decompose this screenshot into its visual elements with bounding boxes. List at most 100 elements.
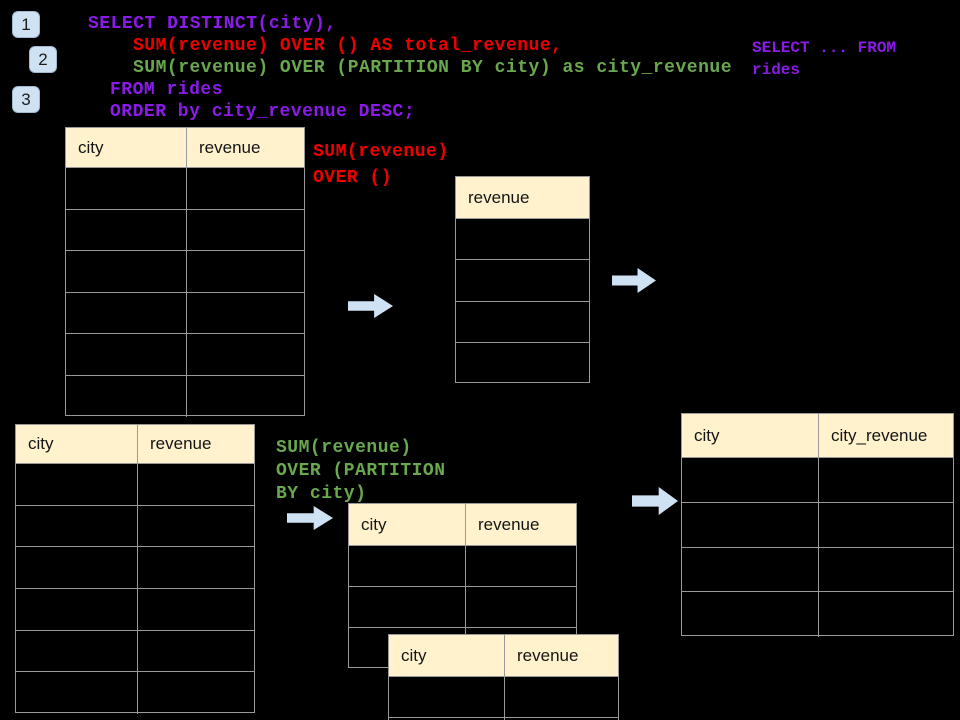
step-badge-3: 3: [12, 86, 40, 113]
city-revenue-result-table: city city_revenue: [681, 413, 954, 637]
code-line: SELECT ... FROM: [752, 39, 897, 57]
source-table-top: city revenue: [65, 127, 305, 418]
empty-table-row: [66, 375, 304, 418]
column-header-city: city: [28, 434, 54, 453]
code-line: OVER (PARTITION: [276, 461, 446, 481]
empty-cell: [456, 260, 589, 300]
empty-table-row: [16, 547, 254, 590]
empty-cell: [186, 209, 304, 250]
empty-cell: [137, 672, 254, 715]
empty-table-row: [456, 302, 589, 343]
empty-table-row: [456, 260, 589, 302]
empty-table-row: [456, 219, 589, 261]
empty-table-row: [66, 334, 304, 376]
code-line: FROM rides: [110, 80, 224, 100]
empty-cell: [16, 506, 137, 547]
empty-cell: [818, 458, 953, 502]
empty-cell: [16, 589, 137, 630]
empty-table-row: [682, 547, 953, 593]
arrow-right-icon: [632, 487, 678, 515]
empty-cell: [456, 343, 589, 384]
empty-cell: [66, 168, 186, 209]
empty-cell: [818, 502, 953, 547]
empty-cell: [66, 293, 186, 334]
empty-table-row: [389, 718, 618, 720]
arrow-right-icon: [612, 268, 656, 293]
empty-table-row: [682, 592, 953, 637]
code-line: SUM(revenue) OVER (PARTITION BY city) as…: [133, 58, 732, 78]
empty-cell: [504, 677, 618, 717]
empty-table-row: [16, 630, 254, 673]
empty-cell: [682, 458, 818, 502]
total-window-label: SUM(revenue)OVER (): [313, 139, 449, 191]
empty-cell: [66, 251, 186, 292]
partition-window-label: SUM(revenue) OVER (PARTITION BY city): [276, 437, 446, 506]
empty-cell: [465, 587, 576, 627]
table-header-row: city revenue: [16, 425, 254, 464]
sql-query-code: SELECT DISTINCT(city),SUM(revenue) OVER …: [0, 13, 732, 123]
column-header-revenue: revenue: [468, 187, 530, 207]
column-header-city: city: [78, 137, 104, 157]
empty-cell: [349, 587, 465, 627]
empty-cell: [16, 464, 137, 505]
empty-table-row: [349, 587, 576, 628]
from-rides-note: SELECT ... FROM rides: [752, 37, 896, 81]
empty-table-row: [682, 458, 953, 503]
empty-table-row: [66, 292, 304, 334]
empty-table-row: [66, 251, 304, 293]
empty-table-row: [389, 677, 618, 718]
empty-cell: [186, 292, 304, 333]
empty-table-row: [16, 672, 254, 715]
column-header-city: city: [694, 425, 720, 445]
empty-cell: [66, 210, 186, 251]
empty-table-row: [16, 464, 254, 506]
empty-cell: [186, 168, 304, 209]
empty-cell: [349, 546, 465, 586]
empty-cell: [456, 302, 589, 342]
column-header-revenue: revenue: [137, 425, 254, 463]
empty-cell: [682, 592, 818, 637]
empty-table-row: [66, 168, 304, 210]
code-line: rides: [752, 61, 801, 79]
empty-cell: [186, 375, 304, 417]
empty-table-row: [16, 589, 254, 631]
empty-cell: [66, 376, 186, 418]
empty-cell: [66, 334, 186, 375]
column-header-city_revenue: city_revenue: [818, 414, 953, 457]
table-header-row: city revenue: [66, 128, 304, 168]
empty-table-row: [66, 209, 304, 251]
empty-cell: [137, 464, 254, 505]
total-revenue-table: revenue: [455, 176, 590, 383]
empty-table-row: [16, 505, 254, 548]
empty-cell: [465, 546, 576, 586]
empty-cell: [16, 547, 137, 588]
empty-cell: [186, 251, 304, 292]
step-badge-1: 1: [12, 11, 40, 38]
empty-cell: [818, 592, 953, 637]
empty-cell: [186, 334, 304, 375]
code-line: OVER (): [313, 168, 393, 188]
arrow-right-icon: [287, 506, 333, 530]
code-line: SUM(revenue) OVER () AS total_revenue,: [133, 36, 563, 56]
arrow-right-icon: [348, 294, 393, 318]
code-line: BY city): [276, 484, 367, 504]
empty-cell: [137, 589, 254, 630]
empty-table-row: [456, 343, 589, 384]
code-line: SUM(revenue): [276, 438, 412, 458]
source-table-bottom: city revenue: [15, 424, 255, 715]
empty-cell: [389, 677, 504, 717]
empty-cell: [16, 631, 137, 672]
table-header-row: city revenue: [389, 635, 618, 677]
column-header-city: city: [401, 645, 427, 665]
column-header-revenue: revenue: [504, 635, 618, 676]
empty-table-row: [682, 502, 953, 548]
column-header-revenue: revenue: [186, 128, 304, 167]
empty-cell: [682, 548, 818, 592]
empty-cell: [504, 718, 618, 720]
code-line: ORDER by city_revenue DESC;: [110, 102, 416, 122]
empty-cell: [137, 505, 254, 547]
empty-cell: [818, 547, 953, 592]
empty-cell: [682, 503, 818, 547]
